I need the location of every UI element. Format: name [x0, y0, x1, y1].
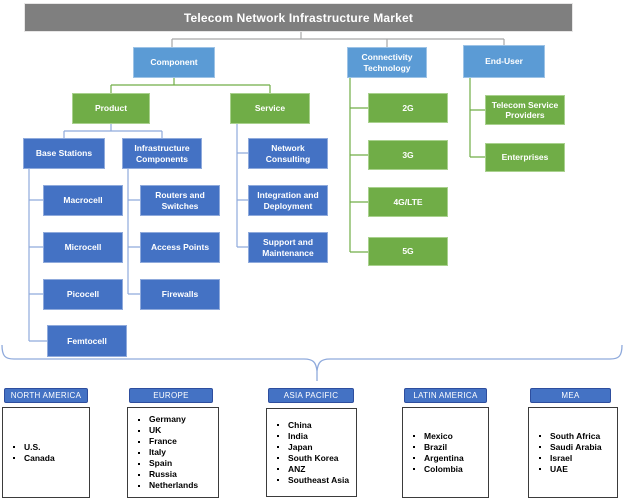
country-item: Japan — [275, 442, 354, 453]
country-item: ANZ — [275, 464, 354, 475]
connector-component-children — [110, 78, 271, 93]
node-end-user: End-User — [463, 45, 545, 78]
connector-connectivity-children — [349, 78, 368, 253]
region-header-north-america: NORTH AMERICA — [4, 388, 88, 403]
country-item: Netherlands — [136, 480, 216, 491]
country-item: Germany — [136, 414, 216, 425]
node-infrastructure-components: Infrastructure Components — [122, 138, 202, 169]
node-routers-and-switches: Routers and Switches — [140, 185, 220, 216]
node-product: Product — [72, 93, 150, 124]
country-item: Argentina — [411, 453, 486, 464]
country-item: UK — [136, 425, 216, 436]
country-item: France — [136, 436, 216, 447]
node-telecom-service-providers: Telecom Service Providers — [485, 95, 565, 125]
country-item: Brazil — [411, 442, 486, 453]
node-2g: 2G — [368, 93, 448, 123]
country-item: China — [275, 420, 354, 431]
node-connectivity-technology: Connectivity Technology — [347, 47, 427, 78]
connector-product-children — [63, 124, 163, 138]
node-component: Component — [133, 47, 215, 78]
node-picocell: Picocell — [43, 279, 123, 310]
diagram-title: Telecom Network Infrastructure Market — [24, 3, 573, 32]
connector-service-children — [236, 124, 248, 248]
node-support-and-maintenance: Support and Maintenance — [248, 232, 328, 263]
region-header-mea: MEA — [530, 388, 611, 403]
country-item: U.S. — [11, 442, 87, 453]
node-network-consulting: Network Consulting — [248, 138, 328, 169]
node-femtocell: Femtocell — [47, 325, 127, 357]
country-list: U.S.Canada — [3, 442, 89, 464]
country-item: South Africa — [537, 431, 608, 442]
region-header-latin-america: LATIN AMERICA — [404, 388, 487, 403]
node-enterprises: Enterprises — [485, 143, 565, 172]
country-item: Southeast Asia — [275, 475, 354, 486]
country-item: Italy — [136, 447, 216, 458]
region-header-asia-pacific: ASIA PACIFIC — [268, 388, 354, 403]
region-list-north-america: U.S.Canada — [2, 407, 90, 498]
node-3g: 3G — [368, 140, 448, 170]
country-item: Colombia — [411, 464, 486, 475]
country-item: Spain — [136, 458, 216, 469]
country-item: Saudi Arabia — [537, 442, 608, 453]
connector-infra-children — [127, 169, 140, 295]
node-5g: 5G — [368, 237, 448, 266]
country-item: Canada — [11, 453, 87, 464]
country-item: Israel — [537, 453, 608, 464]
node-integration-and-deployment: Integration and Deployment — [248, 185, 328, 216]
node-service: Service — [230, 93, 310, 124]
node-firewalls: Firewalls — [140, 279, 220, 310]
regions-brace — [1, 344, 623, 381]
region-header-europe: EUROPE — [129, 388, 213, 403]
node-base-stations: Base Stations — [23, 138, 105, 169]
country-item: UAE — [537, 464, 608, 475]
country-item: Mexico — [411, 431, 486, 442]
node-4g-lte: 4G/LTE — [368, 187, 448, 217]
country-item: Russia — [136, 469, 216, 480]
node-macrocell: Macrocell — [43, 185, 123, 216]
node-access-points: Access Points — [140, 232, 220, 263]
node-microcell: Microcell — [43, 232, 123, 263]
country-item: India — [275, 431, 354, 442]
connector-title-level1 — [171, 32, 505, 47]
connector-basestations-children — [28, 169, 47, 342]
country-item: South Korea — [275, 453, 354, 464]
connector-enduser-children — [469, 78, 485, 158]
